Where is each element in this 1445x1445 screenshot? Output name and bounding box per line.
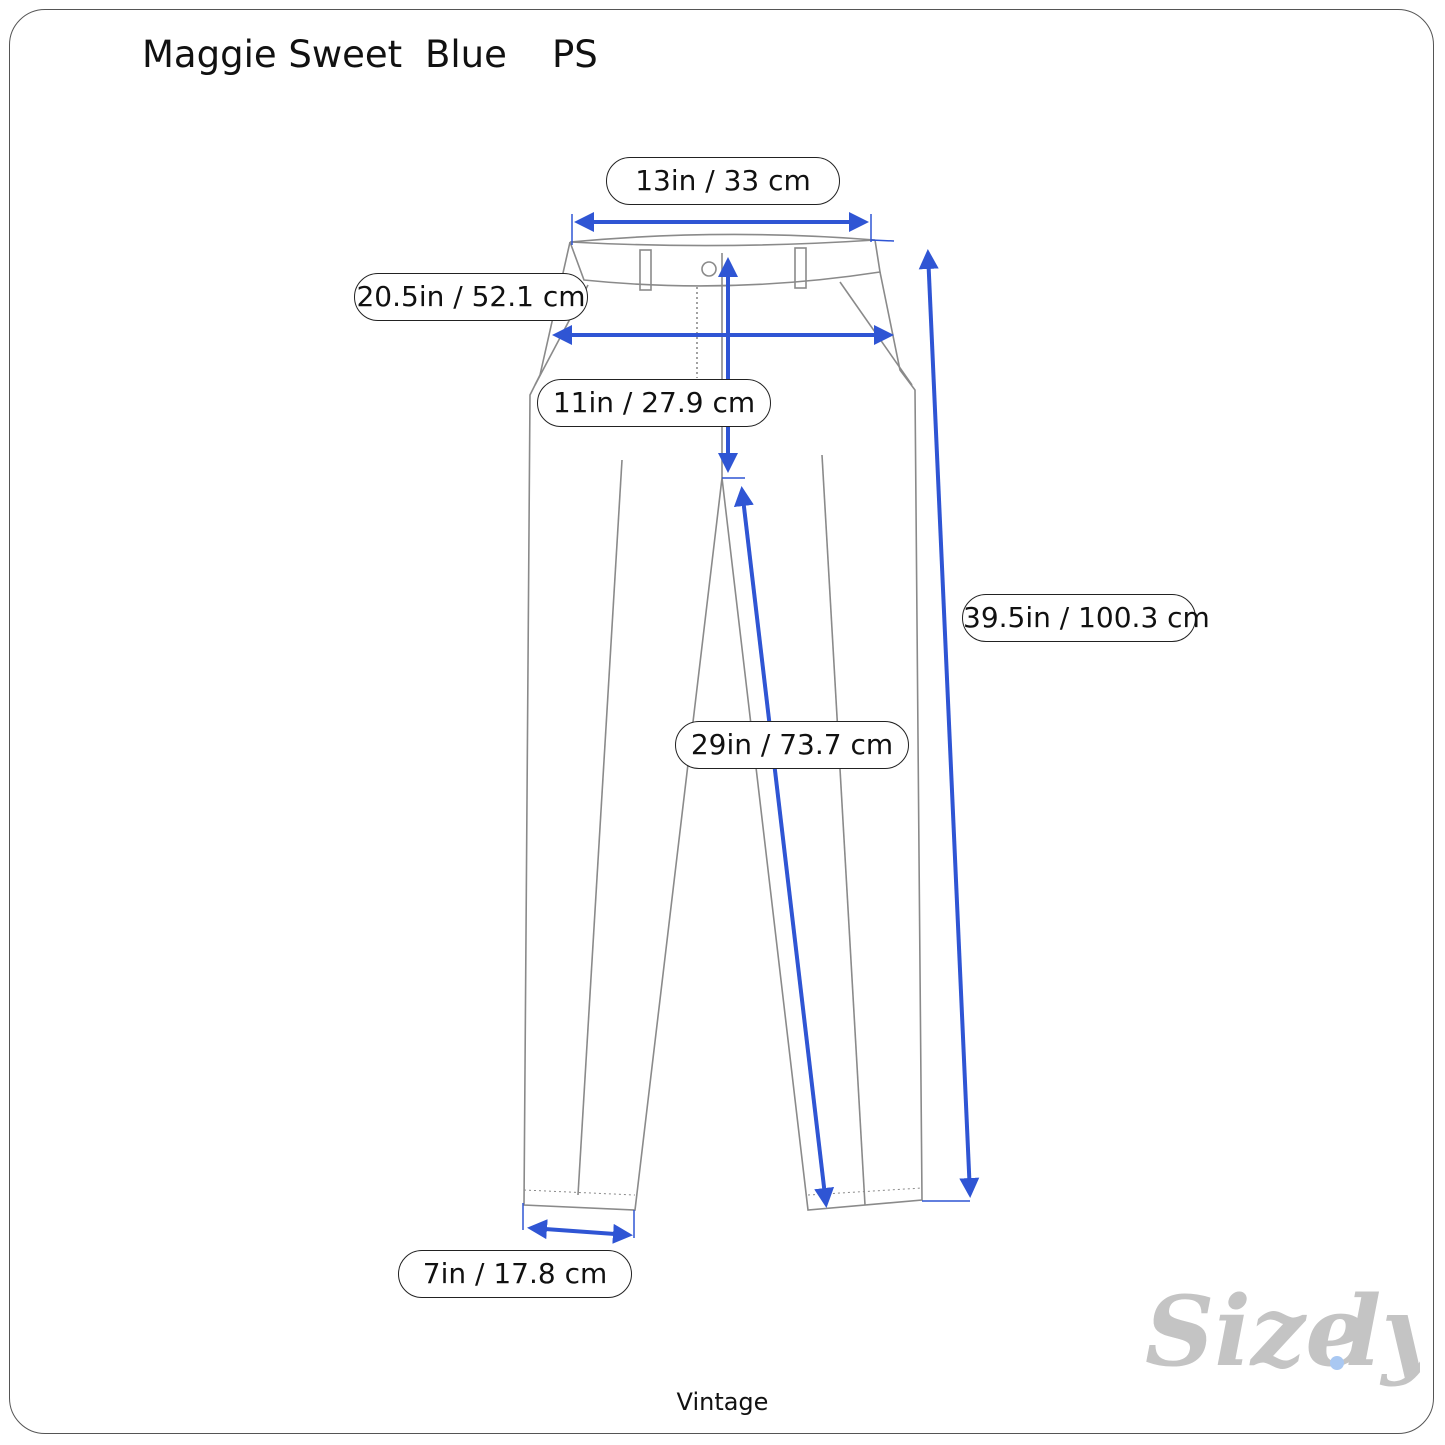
sizely-logo: Size ly (1145, 1275, 1420, 1388)
belt-loop-right (794, 247, 807, 289)
brand-title: Maggie Sweet (142, 33, 403, 76)
frame-border (9, 9, 1434, 1434)
rise-label: 11in / 27.9 cm (537, 379, 771, 427)
leg-opening-label: 7in / 17.8 cm (398, 1250, 632, 1298)
button-icon (701, 261, 717, 277)
hip-label: 20.5in / 52.1 cm (354, 273, 588, 321)
belt-loop-left (639, 249, 652, 291)
inseam-arrow (733, 486, 835, 1208)
measurement-arrows (527, 212, 980, 1244)
waist-label: 13in / 33 cm (606, 157, 840, 205)
svg-text:Size: Size (1145, 1275, 1366, 1388)
category-label: Vintage (676, 1388, 769, 1416)
right-crease (821, 454, 866, 1206)
svg-text:ly: ly (1345, 1275, 1420, 1388)
length-label: 39.5in / 100.3 cm (962, 594, 1210, 642)
extension-lines (522, 214, 970, 1238)
leg-opening-arrow (527, 1219, 633, 1244)
inseam-label: 29in / 73.7 cm (675, 721, 909, 769)
size-title: PS (552, 33, 598, 76)
left-crease (577, 459, 623, 1196)
color-title: Blue (425, 33, 507, 76)
length-arrow (918, 249, 980, 1198)
